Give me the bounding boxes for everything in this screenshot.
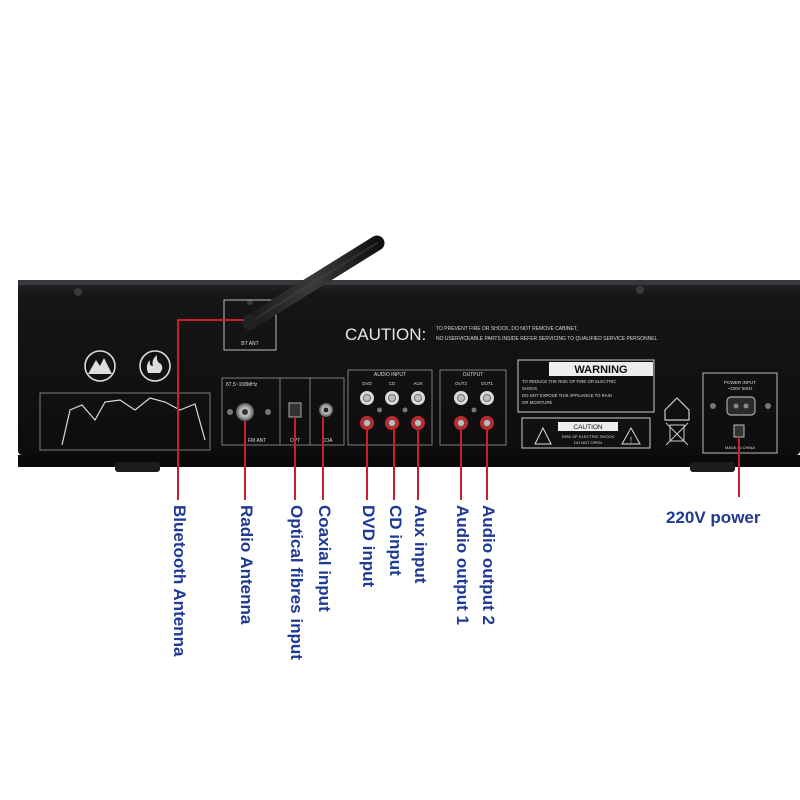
rca-jack-pin [457, 419, 465, 427]
screw-icon [74, 288, 82, 296]
audio-input-label: AUDIO INPUT [374, 372, 406, 378]
label-220v-power: 220V power [666, 508, 761, 527]
mountain-icon [88, 358, 112, 374]
svg-text:!: ! [630, 436, 632, 445]
warning-box: WARNING TO REDUCE THE RISK OF FIRE OR EL… [517, 359, 655, 413]
rca-jack-pin [483, 394, 491, 402]
screw-icon [636, 286, 644, 294]
home-icon [664, 397, 690, 421]
exclamation-warning-icon [621, 426, 641, 445]
caution-line-1: TO PREVENT FIRE OR SHOCK, DO NOT REMOVE … [436, 326, 578, 332]
bt-ant-port: BT ANT [223, 299, 277, 351]
made-in-label: MADE IN CHINA [725, 445, 756, 450]
power-spec-label: ~220V 50Hz [728, 386, 754, 391]
screw-icon [402, 407, 408, 413]
aux-label: AUX [413, 381, 422, 386]
optical-input-jack[interactable] [288, 402, 302, 418]
label-dvd-input: DVD input [359, 505, 378, 588]
label-audio-output-2: Audio output 2 [479, 505, 498, 625]
screw-icon [710, 403, 716, 409]
rca-jack-pin [483, 419, 491, 427]
warning-line-2: SHOCK [522, 386, 537, 391]
label-audio-output-1: Audio output 1 [453, 505, 472, 625]
warning-line-3: DO NOT EXPOSE THIS APPLIANCE TO RAIN [522, 393, 612, 398]
callout-lines [177, 319, 740, 500]
warning-title: WARNING [574, 364, 627, 376]
weee-bin-icon [665, 422, 689, 446]
screw-icon [265, 409, 271, 415]
label-aux-input: Aux input [411, 505, 430, 584]
lightning-warning-icon [534, 426, 552, 445]
rca-jack-pin [388, 419, 396, 427]
power-input-label: POWER INPUT [724, 380, 756, 385]
out1-label: OUT1 [481, 381, 493, 386]
warning-line-1: TO REDUCE THE RISK OF FIRE OR ELECTRIC [522, 379, 616, 384]
label-optical-input: Optical fibres input [287, 505, 306, 660]
caution-box: CAUTION RISK OF ELECTRIC SHOCK DO NOT OP… [521, 417, 651, 449]
dvd-label: DVD [362, 381, 372, 386]
screw-icon [227, 409, 233, 415]
rca-jack-pin [363, 419, 371, 427]
flame-icon [146, 355, 163, 373]
fm-ant-label: FM ANT [248, 438, 266, 444]
screw-icon [377, 407, 382, 413]
rca-jack-pin [414, 394, 422, 402]
bt-ant-label: BT ANT [241, 341, 258, 347]
rca-jack-pin [388, 394, 396, 402]
label-cd-input: CD input [386, 505, 405, 576]
label-coaxial-input: Coaxial input [315, 505, 334, 612]
rca-jack-pin [457, 394, 465, 402]
warning-line-4: OR MOISTURE [522, 400, 552, 405]
power-input-section: POWER INPUT ~220V 50Hz MADE IN CHINA [702, 372, 778, 454]
screw-icon [765, 403, 771, 409]
screw-icon [471, 407, 477, 413]
caution-word: CAUTION: [345, 325, 426, 344]
out2-label: OUT2 [455, 381, 467, 386]
coa-label: COA [322, 438, 334, 444]
caution-line-2: NO USERVICEABLE PARTS INSIDE REFER SERVI… [436, 336, 658, 342]
bluetooth-antenna [242, 235, 385, 330]
callout-line-bluetooth [177, 319, 244, 500]
output-label: OUTPUT [463, 372, 484, 378]
fm-range-label: 87.5~108MHz [226, 382, 258, 388]
eq-frequency-graph [39, 392, 211, 451]
caution-box-line-1: RISK OF ELECTRIC SHOCK [562, 434, 615, 439]
label-bluetooth-antenna: Bluetooth Antenna [170, 505, 189, 657]
flame-logo-icon [139, 350, 171, 382]
chassis [18, 280, 800, 472]
rca-jack-pin [363, 394, 371, 402]
caution-box-line-2: DO NOT OPEN [574, 440, 602, 445]
fuse-holder [733, 424, 745, 438]
cd-label: CD [389, 381, 396, 386]
rca-jack-pin [414, 419, 422, 427]
rca-section: AUDIO INPUT OUTPUT DVD CD AUX OUT2 OUT1 [347, 369, 507, 446]
mountain-logo-icon [84, 350, 116, 382]
rca-jacks [360, 391, 494, 430]
power-socket[interactable] [726, 396, 756, 416]
logos [84, 350, 171, 382]
label-radio-antenna: Radio Antenna [237, 505, 256, 625]
caution-box-title: CAUTION [573, 424, 603, 431]
caution-notice: CAUTION: TO PREVENT FIRE OR SHOCK, DO NO… [345, 325, 658, 344]
